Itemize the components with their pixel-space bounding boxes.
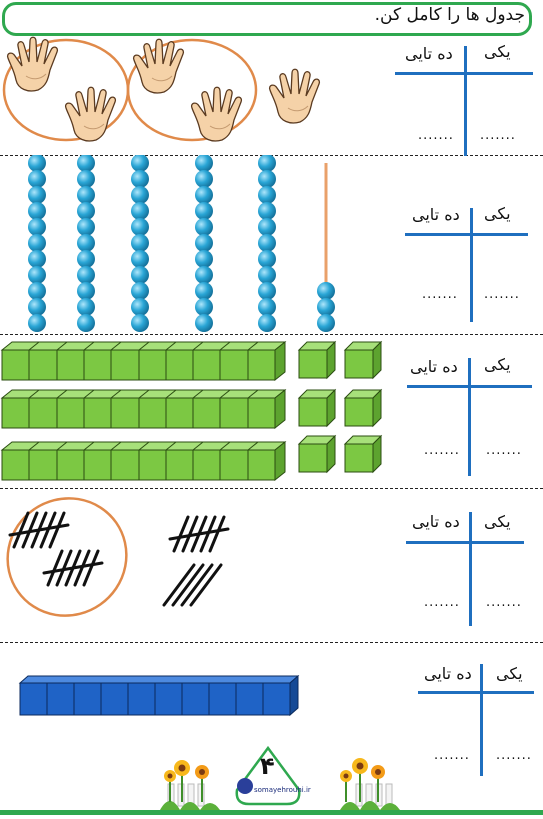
blue-ten-bar-illustration [18,675,300,717]
ones-answer-blank[interactable]: ....... [480,128,516,143]
table-divider-line [464,46,467,156]
table-header-line [418,691,534,694]
flower-border-illustration [160,758,400,812]
divider-2 [0,334,543,335]
hand-icon [268,68,321,124]
loose-bead [317,298,335,316]
tens-column-label: ده تایی [424,664,472,683]
hand-icon [64,86,117,142]
ten-cube-bar [1,441,286,481]
bead-rod [131,155,149,332]
sunflower-icon [164,760,209,802]
ones-column-label: یکی [484,42,511,61]
tens-answer-blank[interactable]: ....... [434,748,470,763]
cube-bars-illustration [1,341,382,481]
grass-icon [160,801,220,812]
table-header-line [405,233,528,236]
instruction-box [2,2,532,36]
unit-cube [344,389,382,427]
bead-rod [195,155,213,332]
tens-column-label: ده تایی [405,44,453,63]
grass-icon [340,801,400,812]
bead-rod [258,155,276,332]
unit-cube [298,435,336,473]
table-divider-line [468,358,471,476]
ones-answer-blank[interactable]: ....... [486,443,522,458]
ones-column-label: یکی [484,512,511,531]
tens-column-label: ده تایی [412,512,460,531]
bead-rod [77,155,95,332]
tens-answer-blank[interactable]: ....... [424,595,460,610]
ones-answer-blank[interactable]: ....... [486,595,522,610]
ten-cube-bar [1,389,286,429]
tens-column-label: ده تایی [410,357,458,376]
ones-column-label: یکی [484,355,511,374]
ones-column-label: یکی [496,664,523,683]
bead-rods-illustration [28,155,335,332]
sunflower-icon [340,758,385,802]
instruction-text: جدول ها را کامل کن. [374,5,525,25]
site-watermark: somayehrouhi.ir [254,786,311,794]
tens-answer-blank[interactable]: ....... [418,128,454,143]
hand-icon [6,36,59,92]
table-header-line [406,541,524,544]
group-oval [6,497,128,617]
table-divider-line [480,664,483,776]
divider-4 [0,642,543,643]
ones-column-label: یکی [484,204,511,223]
unit-cube [298,389,336,427]
ten-cube-bar [1,341,286,381]
tally-five [8,511,70,549]
unit-cube [344,435,382,473]
unit-cube [344,341,382,379]
tally-five [42,549,104,587]
tally-marks-illustration [6,497,230,617]
ten-cube-bar [18,675,300,717]
ones-answer-blank[interactable]: ....... [484,287,520,302]
table-divider-line [470,208,473,322]
tally-five [168,515,230,553]
unit-cube [298,341,336,379]
group-oval [126,38,258,142]
page-number: ۴ [260,752,275,780]
bead-rod [28,155,46,332]
bottom-bar [0,810,543,815]
ones-answer-blank[interactable]: ....... [496,748,532,763]
divider-3 [0,488,543,489]
hand-icon [132,38,185,94]
site-logo-icon [237,778,253,794]
page-number-badge [235,746,301,806]
tally-four [162,563,223,607]
loose-bead [317,282,335,300]
tens-column-label: ده تایی [412,205,460,224]
tens-answer-blank[interactable]: ....... [422,287,458,302]
loose-bead [317,314,335,332]
table-divider-line [469,512,472,626]
hands-illustration [2,36,321,142]
tens-answer-blank[interactable]: ....... [424,443,460,458]
hand-icon [190,86,243,142]
